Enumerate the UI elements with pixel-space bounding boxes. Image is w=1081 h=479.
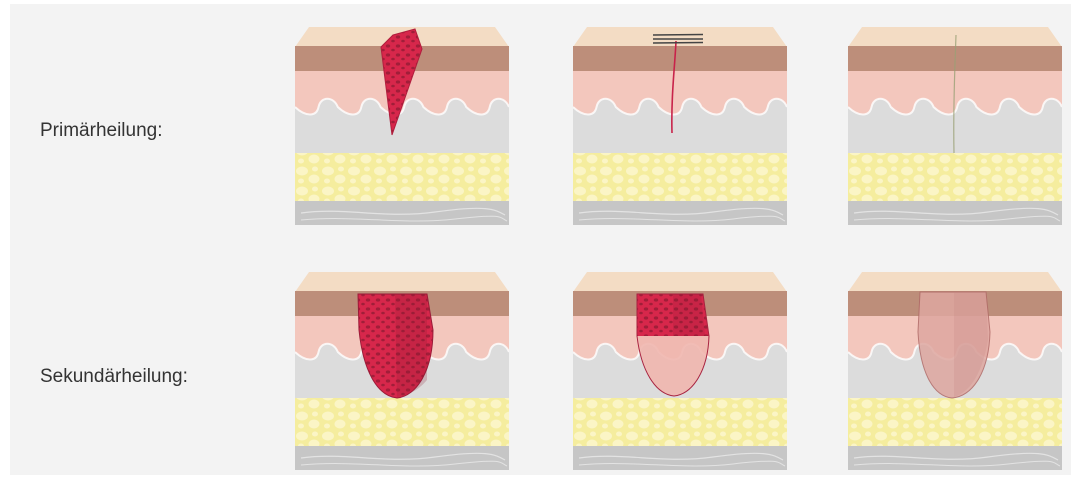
wound-primary-sutured	[573, 25, 787, 225]
muscle-layer	[295, 201, 509, 225]
epidermis-band	[573, 46, 787, 71]
epidermis-layer	[848, 27, 1062, 47]
skin-tile-secondary-2	[573, 270, 787, 470]
wound-primary-open	[295, 25, 509, 225]
fat-layer	[573, 398, 787, 446]
fat-layer	[295, 153, 509, 201]
wound-secondary-open	[295, 270, 509, 470]
fat-layer	[848, 153, 1062, 201]
wound-secondary-granulating	[573, 270, 787, 470]
muscle-layer	[573, 446, 787, 470]
skin-tile-primary-1	[295, 25, 509, 225]
epidermis-layer	[848, 272, 1062, 292]
skin-tile-primary-2	[573, 25, 787, 225]
epidermis-layer	[573, 272, 787, 292]
skin-tile-secondary-1	[295, 270, 509, 470]
muscle-layer	[573, 201, 787, 225]
skin-tile-primary-3	[848, 25, 1062, 225]
fat-layer	[295, 398, 509, 446]
fat-layer	[848, 398, 1062, 446]
suture-stitch	[653, 43, 703, 44]
suture-stitch	[653, 35, 703, 36]
epidermis-layer	[295, 272, 509, 292]
row-label-primary: Primärheilung:	[40, 120, 163, 142]
muscle-layer	[848, 446, 1062, 470]
row-label-secondary: Sekundärheilung:	[40, 366, 188, 388]
wound-secondary-healed	[848, 270, 1062, 470]
skin-tile-secondary-3	[848, 270, 1062, 470]
epidermis-layer	[573, 27, 787, 47]
wound-shadow	[395, 294, 427, 397]
wound-primary-healed	[848, 25, 1062, 225]
muscle-layer	[295, 446, 509, 470]
fat-layer	[573, 153, 787, 201]
muscle-layer	[848, 201, 1062, 225]
